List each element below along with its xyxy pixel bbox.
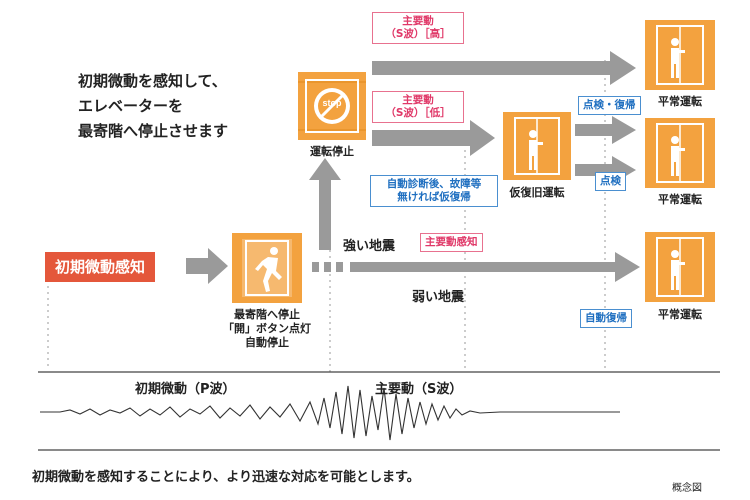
elevator-operation-stop: stop	[298, 72, 366, 140]
main-wave-low-tag: 主要動 （S波）［低］	[372, 91, 464, 123]
arrow-to-nearest-stop	[186, 248, 228, 284]
elevator-normal-3	[645, 232, 715, 302]
intro-line-1: 初期微動を感知して、	[78, 72, 227, 90]
nearest-stop-line-2: 「開」ボタン点灯	[223, 322, 311, 335]
auto-diagnosis-tag: 自動診断後、故障等 無ければ仮復帰	[370, 175, 498, 207]
arrow-up-to-stop	[309, 158, 341, 250]
weak-quake-label: 弱い地震	[412, 290, 465, 305]
main-wave-low-line-1: 主要動	[402, 94, 434, 106]
stop-sign-text: stop	[323, 98, 343, 108]
inspect-restore-tag: 点検・復帰	[578, 96, 641, 115]
nearest-stop-line-3: 自動停止	[245, 336, 289, 349]
inspect-tag: 点検	[595, 172, 626, 191]
elevator-normal-1	[645, 20, 715, 90]
seismic-waveform	[40, 385, 620, 441]
normal-operation-label-2: 平常運転	[658, 193, 702, 206]
main-wave-high-tag: 主要動 （S波）［高］	[372, 12, 464, 44]
elevator-nearest-stop	[232, 233, 302, 303]
normal-operation-label-1: 平常運転	[658, 95, 702, 108]
main-wave-detect-tag: 主要動感知	[420, 233, 483, 252]
standing-person-icon	[671, 250, 685, 290]
main-wave-low-line-2: （S波）［低］	[385, 107, 451, 119]
arrow-dash	[336, 262, 343, 272]
arrow-inspect-restore	[575, 116, 636, 144]
arrow-dash	[312, 262, 319, 272]
standing-person-icon	[671, 136, 685, 176]
normal-operation-label-3: 平常運転	[658, 308, 702, 321]
standing-person-icon	[529, 130, 543, 170]
auto-restore-tag: 自動復帰	[580, 309, 632, 328]
intro-line-3: 最寄階へ停止させます	[78, 122, 229, 140]
stop-sign-icon: stop	[314, 88, 350, 124]
elevator-temp-restore	[503, 112, 571, 180]
nearest-stop-label: 最寄階へ停止 「開」ボタン点灯 自動停止	[222, 308, 312, 350]
arrow-main-low	[372, 120, 495, 156]
initial-tremor-detect-banner: 初期微動感知	[45, 252, 156, 282]
running-person-icon	[255, 247, 282, 292]
concept-diagram-label: 概念図	[672, 483, 702, 494]
standing-person-icon	[671, 38, 685, 78]
operation-stop-label: 運転停止	[310, 145, 354, 158]
main-wave-high-line-2: （S波）［高］	[385, 28, 451, 40]
p-wave-label: 初期微動（P波）	[135, 382, 236, 397]
arrow-dash	[324, 262, 331, 272]
arrow-weak-quake	[350, 252, 640, 282]
auto-diagnosis-line-1: 自動診断後、故障等	[386, 178, 482, 190]
caption-text: 初期微動を感知することにより、より迅速な対応を可能とします。	[32, 470, 420, 485]
s-wave-label: 主要動（S波）	[375, 382, 463, 397]
intro-line-2: エレベーターを	[78, 97, 184, 115]
elevator-normal-2	[645, 118, 715, 188]
arrow-main-high	[372, 51, 636, 85]
main-wave-high-line-1: 主要動	[402, 15, 434, 27]
strong-quake-label: 強い地震	[343, 239, 396, 254]
auto-diagnosis-line-2: 無ければ仮復帰	[397, 191, 471, 203]
nearest-stop-line-1: 最寄階へ停止	[234, 308, 300, 321]
temp-restore-label: 仮復旧運転	[509, 186, 565, 199]
